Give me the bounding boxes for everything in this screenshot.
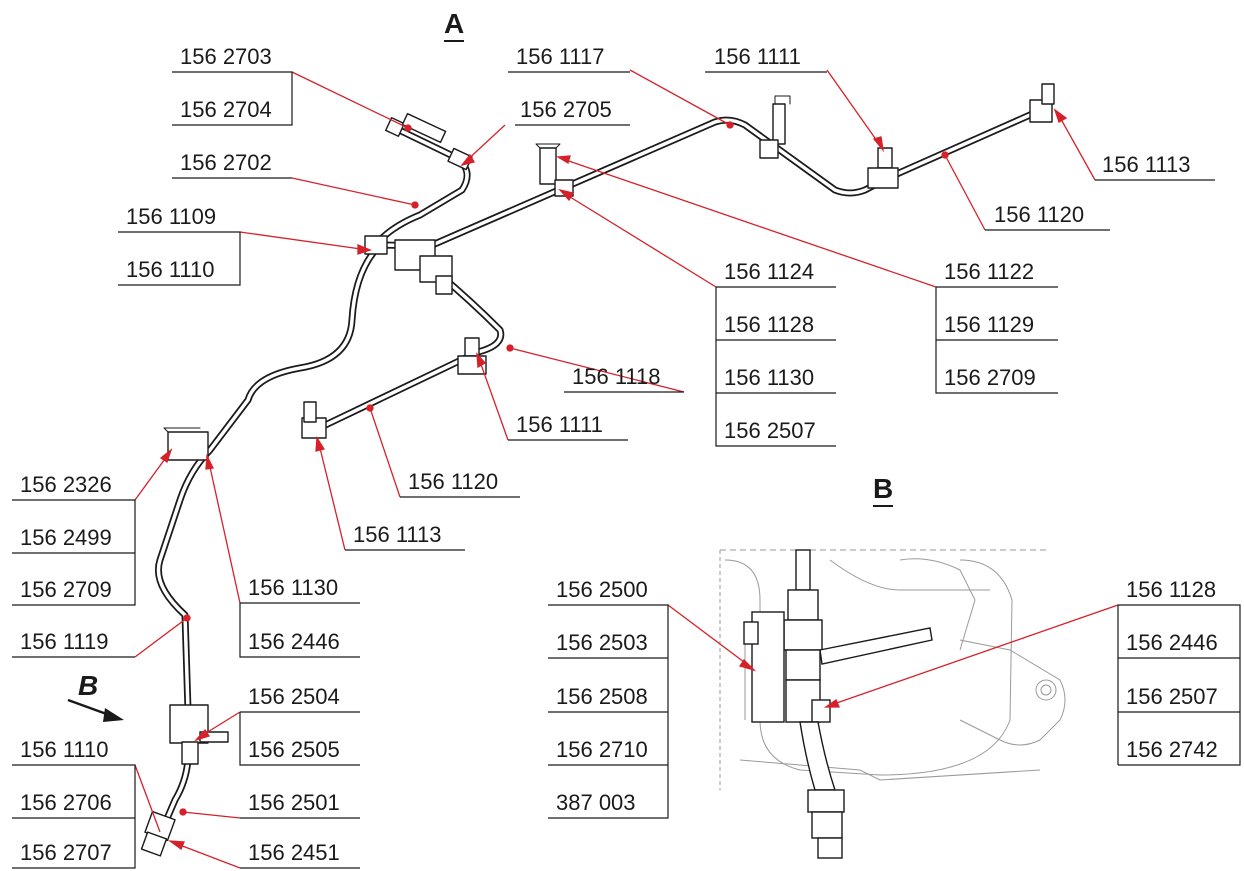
part-label-156-2507: 156 2507 [724, 418, 816, 443]
part-label-156-1128: 156 1128 [724, 312, 815, 337]
part-label-156-1109: 156 1109 [126, 204, 217, 229]
leader-lines-view-a [134, 69, 1096, 869]
part-label-156-2501: 156 2501 [248, 790, 340, 815]
part-label-156-2326: 156 2326 [20, 472, 112, 497]
leader-lines-view-b [667, 604, 1119, 708]
part-label-156-2451: 156 2451 [248, 840, 340, 865]
part-label-b-387-003: 387 003 [556, 790, 636, 815]
part-label-b-156-2446: 156 2446 [1126, 630, 1218, 655]
part-label-156-1130-mid: 156 1130 [724, 365, 815, 390]
part-label-b-156-2742: 156 2742 [1126, 737, 1218, 762]
part-label-156-2709-left: 156 2709 [20, 577, 112, 602]
part-label-156-2446-left: 156 2446 [248, 629, 340, 654]
part-label-156-1110-bottom: 156 1110 [20, 737, 109, 762]
part-label-156-1113-right: 156 1113 [1102, 152, 1191, 177]
part-label-b-156-2500: 156 2500 [556, 577, 648, 602]
part-label-b-156-2507: 156 2507 [1126, 684, 1218, 709]
view-a-heading: A [444, 10, 465, 42]
label-shelves-view-a [12, 71, 1215, 869]
part-label-156-1129: 156 1129 [944, 312, 1035, 337]
part-label-156-2706: 156 2706 [20, 790, 112, 815]
part-label-b-156-2710: 156 2710 [556, 737, 648, 762]
part-label-156-1111-top: 156 1111 [714, 44, 801, 69]
part-label-156-1130-left: 156 1130 [248, 575, 339, 600]
part-label-156-2504: 156 2504 [248, 684, 340, 709]
part-label-156-1122: 156 1122 [944, 259, 1035, 284]
view-b-direction-arrow [67, 698, 124, 722]
label-shelves-view-b [548, 604, 1241, 819]
part-label-156-2505: 156 2505 [248, 737, 340, 762]
part-label-156-2499: 156 2499 [20, 525, 112, 550]
part-label-156-1120-right: 156 1120 [994, 202, 1085, 227]
detail-view-b [719, 549, 1066, 859]
part-label-156-2704: 156 2704 [180, 97, 272, 122]
part-label-156-2702: 156 2702 [180, 150, 272, 175]
part-label-156-2705: 156 2705 [520, 97, 612, 122]
part-label-156-1111-mid: 156 1111 [516, 412, 603, 437]
part-label-b-156-2503: 156 2503 [556, 630, 648, 655]
part-label-156-1110-top: 156 1110 [126, 257, 215, 282]
view-b-arrow-label: B [78, 670, 99, 701]
part-label-b-156-2508: 156 2508 [556, 684, 648, 709]
part-label-156-2709-right: 156 2709 [944, 365, 1036, 390]
part-label-156-1113-mid: 156 1113 [353, 522, 442, 547]
part-label-156-1120-mid: 156 1120 [408, 469, 499, 494]
part-label-156-1118: 156 1118 [572, 364, 661, 389]
view-b-heading: B [873, 475, 894, 507]
part-label-156-2703: 156 2703 [180, 44, 272, 69]
part-label-156-1124: 156 1124 [724, 259, 815, 284]
part-label-156-1119: 156 1119 [20, 629, 109, 654]
part-label-b-156-1128: 156 1128 [1126, 577, 1217, 602]
part-label-156-2707: 156 2707 [20, 840, 112, 865]
part-label-156-1117: 156 1117 [516, 44, 605, 69]
